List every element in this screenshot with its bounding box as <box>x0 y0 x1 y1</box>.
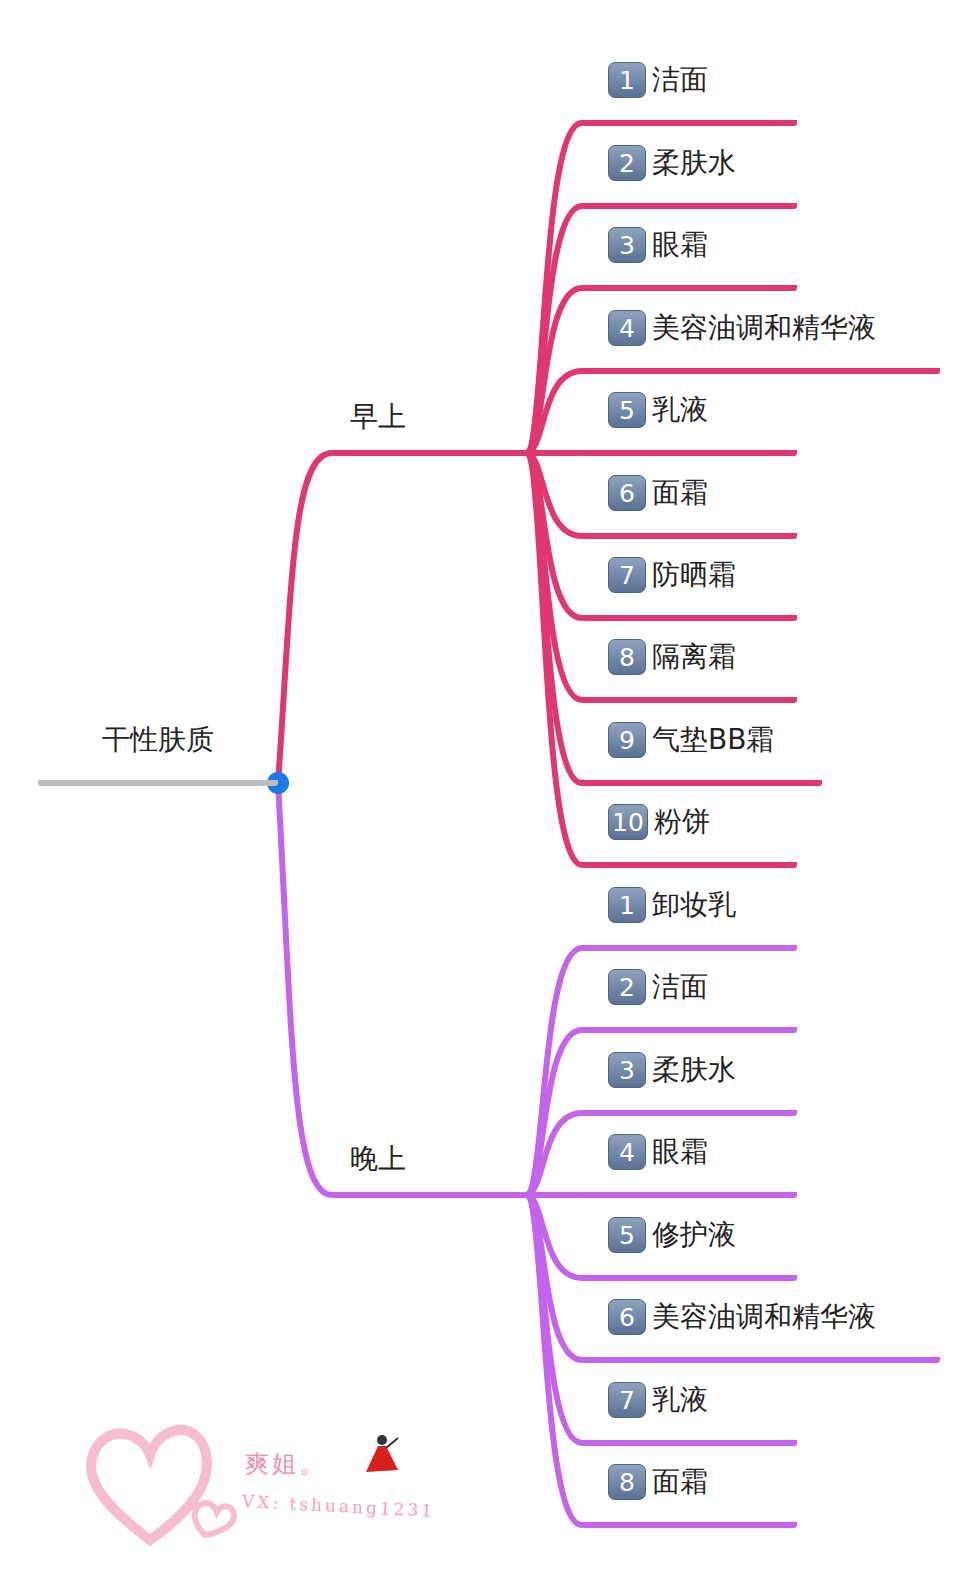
branch-line <box>526 371 582 453</box>
step-item: 10粉饼 <box>582 798 797 868</box>
step-number: 7 <box>608 557 646 593</box>
branch-line <box>526 206 582 453</box>
step-item: 7乳液 <box>582 1376 797 1446</box>
topic-text: 眼霜 <box>652 226 708 264</box>
topic-text: 干性肤质 <box>102 721 214 759</box>
branch-line <box>526 123 582 453</box>
step-item: 4美容油调和精华液 <box>582 304 940 374</box>
watermark-text: 爽姐。 <box>245 1448 326 1480</box>
step-number: 4 <box>608 1134 646 1170</box>
topic-text: 粉饼 <box>654 803 710 841</box>
step-number: 9 <box>608 722 646 758</box>
step-number: 7 <box>608 1382 646 1418</box>
topic-text: 美容油调和精华液 <box>652 309 876 347</box>
step-item: 6美容油调和精华液 <box>582 1293 940 1363</box>
branch-line <box>526 1030 582 1195</box>
step-item: 7防晒霜 <box>582 551 797 621</box>
step-item: 9气垫BB霜 <box>582 716 822 786</box>
step-item: 8隔离霜 <box>582 633 797 703</box>
topic-text: 气垫BB霜 <box>652 721 774 759</box>
step-item: 3眼霜 <box>582 221 797 291</box>
topic-text: 修护液 <box>652 1216 736 1254</box>
branch-line <box>526 288 582 453</box>
watermark-text: VX: tshuang1231 <box>242 1491 436 1521</box>
branch-line <box>278 783 332 1195</box>
topic-text: 乳液 <box>652 1381 708 1419</box>
step-item: 3柔肤水 <box>582 1046 797 1116</box>
topic-text: 柔肤水 <box>652 144 736 182</box>
step-number: 2 <box>608 969 646 1005</box>
branch-line <box>526 1195 582 1525</box>
branch-line <box>526 948 582 1195</box>
step-number: 5 <box>608 392 646 428</box>
step-number: 8 <box>608 1464 646 1500</box>
step-number: 2 <box>608 145 646 181</box>
branch-topic: 晚上 <box>332 1138 530 1198</box>
branch-topic: 早上 <box>332 396 530 456</box>
step-number: 6 <box>608 1299 646 1335</box>
branch-line <box>526 453 582 865</box>
step-number: 6 <box>608 475 646 511</box>
topic-text: 眼霜 <box>652 1133 708 1171</box>
step-number: 4 <box>608 310 646 346</box>
topic-text: 面霜 <box>652 1463 708 1501</box>
step-item: 2柔肤水 <box>582 139 797 209</box>
step-item: 6面霜 <box>582 469 797 539</box>
step-number: 3 <box>608 1052 646 1088</box>
topic-text: 面霜 <box>652 474 708 512</box>
step-number: 10 <box>608 804 648 840</box>
topic-text: 洁面 <box>652 968 708 1006</box>
step-number: 1 <box>608 887 646 923</box>
step-number: 3 <box>608 227 646 263</box>
topic-text: 乳液 <box>652 391 708 429</box>
root-topic: 干性肤质 <box>38 716 278 786</box>
step-number: 5 <box>608 1217 646 1253</box>
topic-text: 美容油调和精华液 <box>652 1298 876 1336</box>
step-item: 1洁面 <box>582 56 797 126</box>
topic-text: 隔离霜 <box>652 638 736 676</box>
branch-line <box>278 453 332 783</box>
topic-text: 柔肤水 <box>652 1051 736 1089</box>
step-item: 4眼霜 <box>582 1128 797 1198</box>
step-number: 1 <box>608 62 646 98</box>
heart-doodle <box>91 1430 234 1540</box>
step-item: 5乳液 <box>582 386 797 456</box>
topic-text: 卸妆乳 <box>652 886 736 924</box>
topic-text: 早上 <box>350 398 406 436</box>
step-item: 2洁面 <box>582 963 797 1033</box>
step-item: 5修护液 <box>582 1211 797 1281</box>
step-item: 8面霜 <box>582 1458 797 1528</box>
topic-text: 晚上 <box>350 1140 406 1178</box>
dancer-icon <box>366 1435 398 1472</box>
step-number: 8 <box>608 639 646 675</box>
topic-text: 洁面 <box>652 61 708 99</box>
topic-text: 防晒霜 <box>652 556 736 594</box>
branch-line <box>526 1113 582 1195</box>
step-item: 1卸妆乳 <box>582 881 797 951</box>
